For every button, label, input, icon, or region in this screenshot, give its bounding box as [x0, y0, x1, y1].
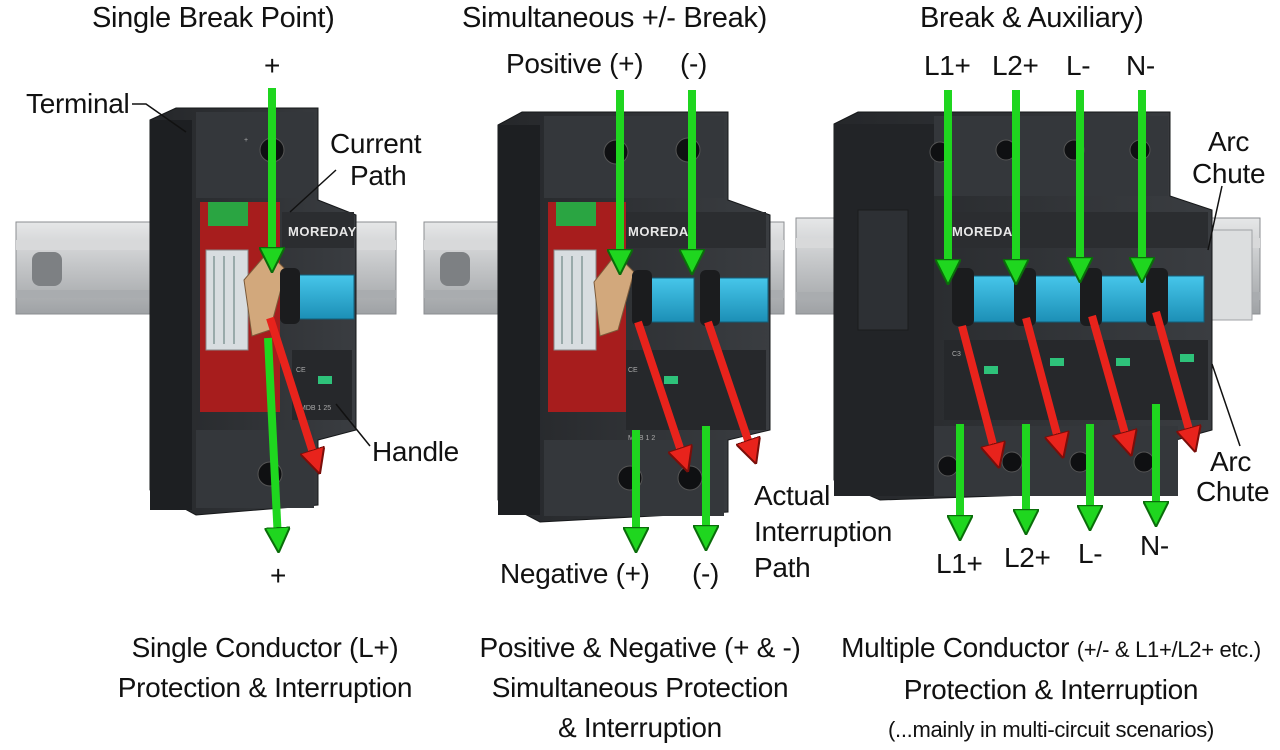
interruption-arrow	[958, 324, 996, 456]
top-terminal-label: N-	[1126, 50, 1155, 81]
handle-leader-line	[335, 403, 371, 447]
bottom-positive-label: Negative (+)	[500, 558, 650, 589]
caption-line: (...mainly in multi-circuit scenarios)	[887, 717, 1214, 742]
bottom-terminal-label: L1+	[936, 548, 983, 579]
actual-interruption-label-1: Actual	[754, 480, 831, 511]
arc-chute-label-2b: Chute	[1196, 476, 1270, 507]
bottom-terminal-label: L-	[1078, 538, 1103, 569]
caption-part: Multiple Conductor	[841, 632, 1070, 663]
panel-1-title: Single Break Point)	[92, 2, 335, 34]
top-terminal-label: L2+	[992, 50, 1039, 81]
arc-chute-leader-line	[1211, 363, 1241, 447]
current-path-arrow	[264, 337, 278, 540]
bottom-terminal-label: L2+	[1004, 542, 1051, 573]
current-path-label-2: Path	[350, 160, 407, 191]
caption-part: (+/- & L1+/L2+ etc.)	[1076, 637, 1261, 662]
actual-interruption-label-2: Interruption	[754, 516, 893, 547]
panel-2-caption: Positive & Negative (+ & -) Simultaneous…	[456, 628, 824, 748]
caption-line: Single Conductor (L+)	[131, 632, 399, 663]
top-positive-label: Positive (+)	[506, 48, 644, 79]
svg-text:MDB 1 2: MDB 1 2	[628, 435, 655, 442]
svg-text:CE: CE	[296, 367, 306, 374]
svg-text:MDB 1 25: MDB 1 25	[300, 405, 331, 412]
bottom-negative-label: (-)	[692, 558, 720, 589]
arc-chute-leader-line	[1207, 185, 1223, 251]
top-terminal-label: +	[264, 50, 281, 81]
interruption-arrow	[1022, 316, 1060, 446]
interruption-arrow	[266, 316, 316, 462]
interruption-arrow	[1152, 310, 1192, 440]
terminal-label: Terminal	[26, 88, 130, 119]
svg-text:CE: CE	[628, 367, 638, 374]
panel-2-title: Simultaneous +/- Break)	[462, 2, 767, 34]
breaker-single-pole: + MOREDAY CE MDB 1 25	[15, 107, 397, 516]
interruption-arrow	[704, 320, 752, 452]
current-path-leader-line	[289, 169, 337, 213]
interruption-arrow	[634, 320, 684, 460]
interruption-arrow	[1088, 314, 1128, 444]
actual-interruption-label-3: Path	[754, 552, 811, 583]
caption-line: & Interruption	[558, 712, 722, 743]
panel-3-caption: Multiple Conductor (+/- & L1+/L2+ etc.) …	[826, 628, 1276, 750]
arc-chute-label-2a: Arc	[1210, 446, 1252, 477]
caption-line: Positive & Negative (+ & -)	[479, 632, 801, 663]
brand-label: MOREDAY	[952, 224, 1021, 239]
top-terminal-label: L-	[1066, 50, 1091, 81]
caption-line: Simultaneous Protection	[491, 672, 789, 703]
breaker-double-pole: MOREDAY CE MDB 1 2	[423, 111, 785, 523]
breaker-handle	[711, 277, 769, 323]
arc-chute-label-1a: Arc	[1208, 126, 1250, 157]
brand-label: MOREDAY	[288, 224, 357, 239]
arc-chute-label-1b: Chute	[1192, 158, 1266, 189]
bottom-terminal-label: N-	[1140, 530, 1169, 561]
diagram-canvas: + MOREDAY CE MDB 1 25	[15, 88, 1261, 720]
svg-text:C3: C3	[952, 351, 961, 358]
handle-label: Handle	[372, 436, 459, 467]
caption-line: Multiple Conductor (+/- & L1+/L2+ etc.)	[826, 628, 1276, 670]
bottom-terminal-label: +	[270, 560, 287, 591]
caption-line: Protection & Interruption	[117, 672, 413, 703]
top-negative-label: (-)	[680, 48, 708, 79]
svg-text:+: +	[244, 137, 248, 144]
current-path-label-1: Current	[330, 128, 422, 159]
panel-3-title: Break & Auxiliary)	[920, 2, 1144, 34]
brand-label: MOREDAY	[628, 224, 697, 239]
top-terminal-label: L1+	[924, 50, 971, 81]
caption-line: Protection & Interruption	[903, 674, 1199, 705]
panel-1-caption: Single Conductor (L+) Protection & Inter…	[100, 628, 430, 708]
terminal-leader-line	[132, 103, 187, 133]
